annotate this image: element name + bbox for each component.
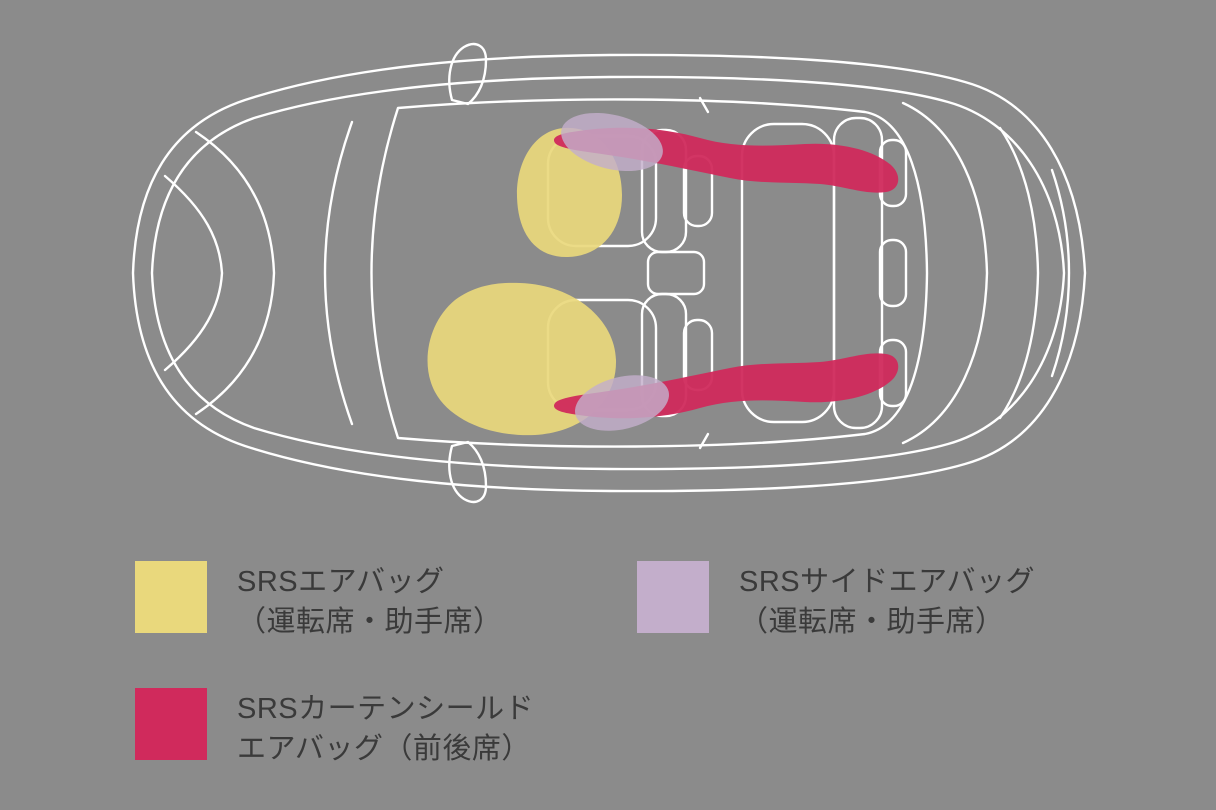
trunk-line-outer xyxy=(998,126,1040,420)
trunk-line-inner xyxy=(1050,168,1071,378)
side-airbag-label: SRSサイドエアバッグ （運転席・助手席） xyxy=(739,561,1035,642)
car-outline xyxy=(131,42,1087,504)
side-mirror-bottom xyxy=(448,440,488,504)
side-airbag-shape-passenger xyxy=(561,112,663,172)
front-airbag-label: SRSエアバッグ （運転席・助手席） xyxy=(237,561,503,642)
car-body-inner-line xyxy=(150,75,1066,471)
side-airbag-swatch xyxy=(637,561,709,633)
side-airbag-label-line2: （運転席・助手席） xyxy=(739,606,1005,638)
center-console xyxy=(646,250,706,296)
curtain-airbag-label-line2: エアバッグ（前後席） xyxy=(237,733,531,765)
hood-line-outer xyxy=(194,130,276,416)
side-airbag-shape-driver xyxy=(575,375,669,431)
curtain-airbag-label-line1: SRSカーテンシールド xyxy=(237,693,535,725)
car-top-view-diagram xyxy=(131,42,1087,504)
airbag-overlays xyxy=(427,112,899,436)
curtain-airbag-label: SRSカーテンシールド エアバッグ（前後席） xyxy=(237,688,534,769)
side-mirror-top xyxy=(448,42,488,106)
car-body-outline xyxy=(131,53,1087,493)
legend-item-side-airbag: SRSサイドエアバッグ （運転席・助手席） xyxy=(637,561,1035,642)
windshield-line xyxy=(323,120,354,426)
legend-item-front-airbag: SRSエアバッグ （運転席・助手席） xyxy=(135,561,503,642)
front-airbag-swatch xyxy=(135,561,207,633)
curtain-airbag-swatch xyxy=(135,688,207,760)
b-pillar-tick-bottom xyxy=(698,432,710,450)
front-airbag-shape-driver xyxy=(427,282,617,436)
b-pillar-tick-top xyxy=(698,96,710,114)
front-airbag-label-line1: SRSエアバッグ xyxy=(237,566,445,598)
legend-item-curtain-airbag: SRSカーテンシールド エアバッグ（前後席） xyxy=(135,688,534,769)
hood-line-inner xyxy=(163,174,224,372)
rear-window-line xyxy=(901,101,989,445)
rear-bench-seat xyxy=(740,116,908,430)
side-airbag-label-line1: SRSサイドエアバッグ xyxy=(739,566,1035,598)
front-airbag-label-line2: （運転席・助手席） xyxy=(237,606,503,638)
